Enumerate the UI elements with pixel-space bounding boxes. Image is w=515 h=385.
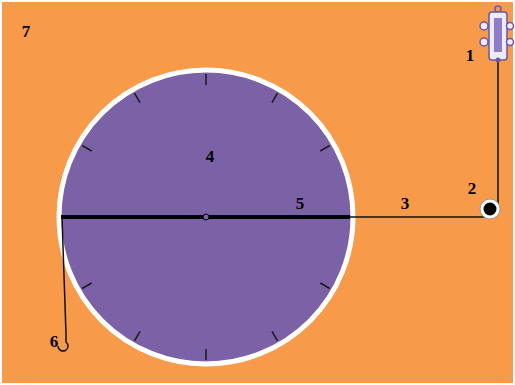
hook — [58, 334, 68, 351]
disc — [59, 70, 353, 364]
string — [350, 216, 490, 218]
tick-mark — [135, 93, 141, 103]
tick-mark — [272, 93, 278, 103]
tick-mark — [205, 349, 207, 360]
callout-number: 2 — [468, 180, 477, 197]
callout-number: 4 — [206, 148, 215, 165]
tick-mark — [82, 283, 92, 289]
callout-number: 6 — [50, 333, 59, 350]
tick-mark — [320, 146, 330, 152]
tick-mark — [272, 331, 278, 341]
tick-mark — [135, 331, 141, 341]
pulley — [484, 203, 497, 216]
string — [497, 60, 499, 210]
callout-number: 1 — [466, 47, 475, 64]
bar — [61, 215, 350, 219]
pivot — [203, 214, 209, 220]
pulley — [480, 199, 500, 219]
tick-mark — [320, 283, 330, 289]
thread — [62, 217, 66, 334]
callout-number: 7 — [22, 23, 31, 40]
tick-mark — [205, 74, 207, 85]
callout-number: 3 — [401, 195, 410, 212]
tick-mark — [82, 146, 92, 152]
callout-number: 5 — [296, 195, 305, 212]
spring-scale — [480, 6, 514, 63]
